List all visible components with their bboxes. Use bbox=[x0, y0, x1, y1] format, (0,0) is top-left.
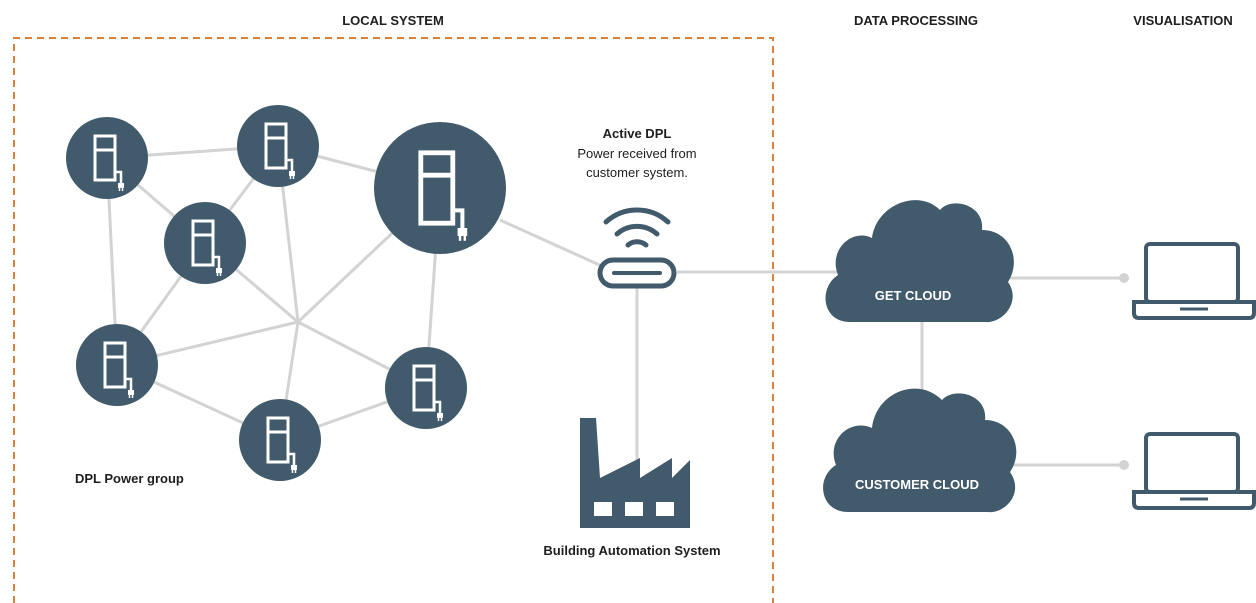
customer-cloud: CUSTOMER CLOUD bbox=[823, 388, 1017, 513]
dpl-node bbox=[385, 347, 467, 429]
cloud-icon bbox=[825, 200, 1014, 323]
laptop-icon bbox=[1132, 242, 1256, 320]
dpl-node bbox=[66, 117, 148, 199]
dpl-node bbox=[76, 324, 158, 406]
power-group-label: DPL Power group bbox=[75, 471, 184, 486]
building-automation-label: Building Automation System bbox=[543, 543, 720, 558]
dpl-node bbox=[164, 202, 246, 284]
header-data-processing: DATA PROCESSING bbox=[854, 13, 978, 28]
active-dpl-desc-line2: customer system. bbox=[586, 165, 688, 180]
mesh-hub-point bbox=[295, 319, 301, 325]
laptop-icon bbox=[1132, 432, 1256, 510]
cloud-icon bbox=[823, 388, 1017, 513]
active-dpl-desc-line1: Power received from bbox=[577, 146, 696, 161]
customer-cloud-label: CUSTOMER CLOUD bbox=[855, 477, 979, 492]
laptop-connector-dot bbox=[1119, 460, 1129, 470]
dpl-node bbox=[239, 399, 321, 481]
wifi-router-icon bbox=[597, 207, 677, 289]
laptop-connector-dot bbox=[1119, 273, 1129, 283]
header-visualisation: VISUALISATION bbox=[1133, 13, 1232, 28]
get-cloud: GET CLOUD bbox=[825, 200, 1014, 323]
local-system-boundary bbox=[13, 37, 774, 603]
dpl-node bbox=[237, 105, 319, 187]
get-cloud-label: GET CLOUD bbox=[875, 288, 952, 303]
active-dpl-node bbox=[374, 122, 506, 254]
factory-icon bbox=[580, 418, 690, 528]
active-dpl-title: Active DPL bbox=[603, 126, 672, 141]
header-local-system: LOCAL SYSTEM bbox=[342, 13, 444, 28]
